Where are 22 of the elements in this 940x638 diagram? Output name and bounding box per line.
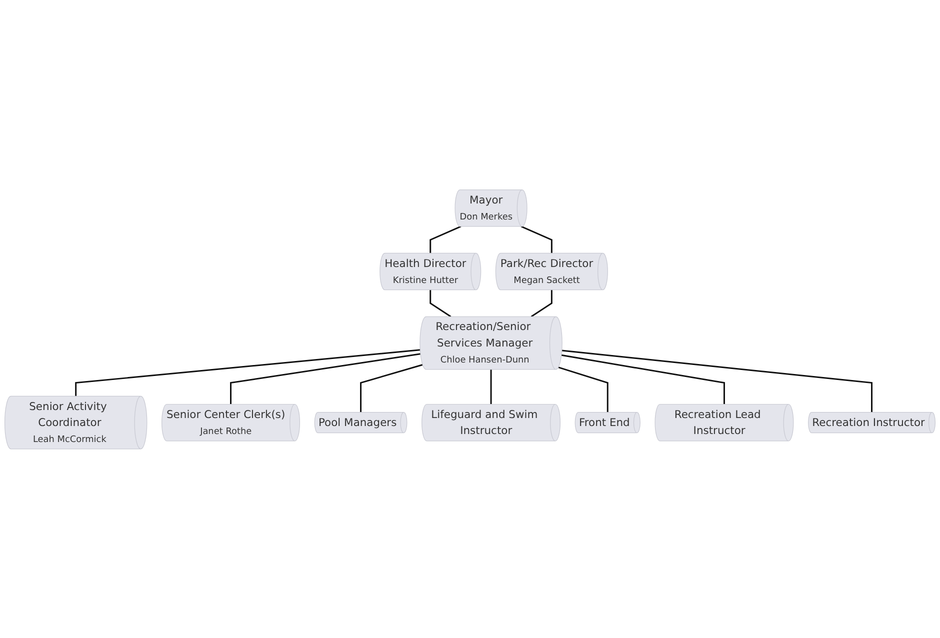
node-text: Recreation/Senior Services Manager Chloe Hansen-Dunn [436, 320, 533, 364]
connector [230, 352, 421, 404]
node-text: Front End [578, 416, 630, 428]
node-text: Lifeguard and Swim Instructor [431, 408, 538, 437]
node-text: Senior Center Clerk(s) Janet Rothe [166, 408, 286, 436]
connector [490, 369, 492, 404]
node-text: Pool Managers [318, 416, 397, 428]
connector [360, 364, 423, 412]
node-text: Mayor Don Merkes [460, 193, 512, 222]
node-text: Recreation Lead Instructor [674, 408, 761, 437]
node-text: Health Director Kristine Hutter [384, 256, 466, 285]
connector [558, 366, 608, 412]
node-text: Park/Rec Director Megan Sackett [500, 256, 594, 285]
node-text: Senior Activity Coordinator Leah McCormick [29, 400, 107, 444]
connector [520, 225, 552, 253]
connector [430, 290, 452, 317]
connector [561, 354, 725, 404]
connector [530, 290, 552, 317]
node-text: Recreation Instructor [812, 416, 925, 428]
connector [562, 349, 873, 412]
connector [430, 225, 462, 253]
connector [75, 348, 420, 396]
